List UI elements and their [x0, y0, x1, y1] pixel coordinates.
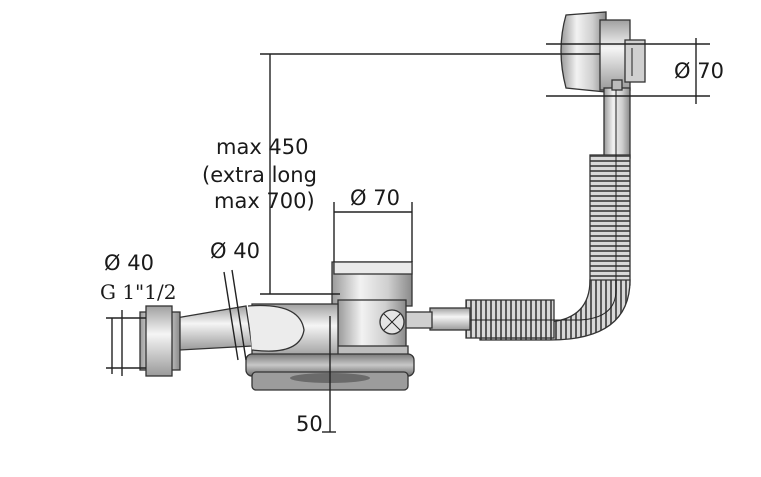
height-label-line2: (extra long [202, 163, 317, 187]
height-label-line1: max 450 [216, 135, 309, 159]
bowden-cable [440, 90, 617, 321]
overflow-head [560, 11, 646, 93]
overflow-diameter-label: Ø 70 [674, 59, 724, 83]
overflow-diameter-dimension [546, 38, 710, 104]
waste-diameter-label: Ø 70 [350, 186, 400, 210]
outlet-diameter-label: Ø 40 [104, 251, 154, 275]
flexible-hose [465, 154, 631, 341]
hose-connector [403, 307, 471, 331]
outlet-pipe [139, 304, 305, 377]
offset-label: 50 [296, 412, 323, 436]
overflow-tube [603, 79, 631, 159]
pipe-diameter-label: Ø 40 [210, 239, 260, 263]
outlet-diameter-dimension [106, 310, 146, 376]
waste-diameter-dimension [333, 202, 413, 262]
height-dimension [260, 53, 600, 295]
waste-assembly [331, 261, 413, 357]
height-label-line3: max 700) [214, 189, 315, 213]
offset-dimension [322, 316, 336, 433]
pipe-diameter-dimension [223, 269, 247, 361]
outlet-thread-label: G 1"1/2 [100, 280, 176, 304]
